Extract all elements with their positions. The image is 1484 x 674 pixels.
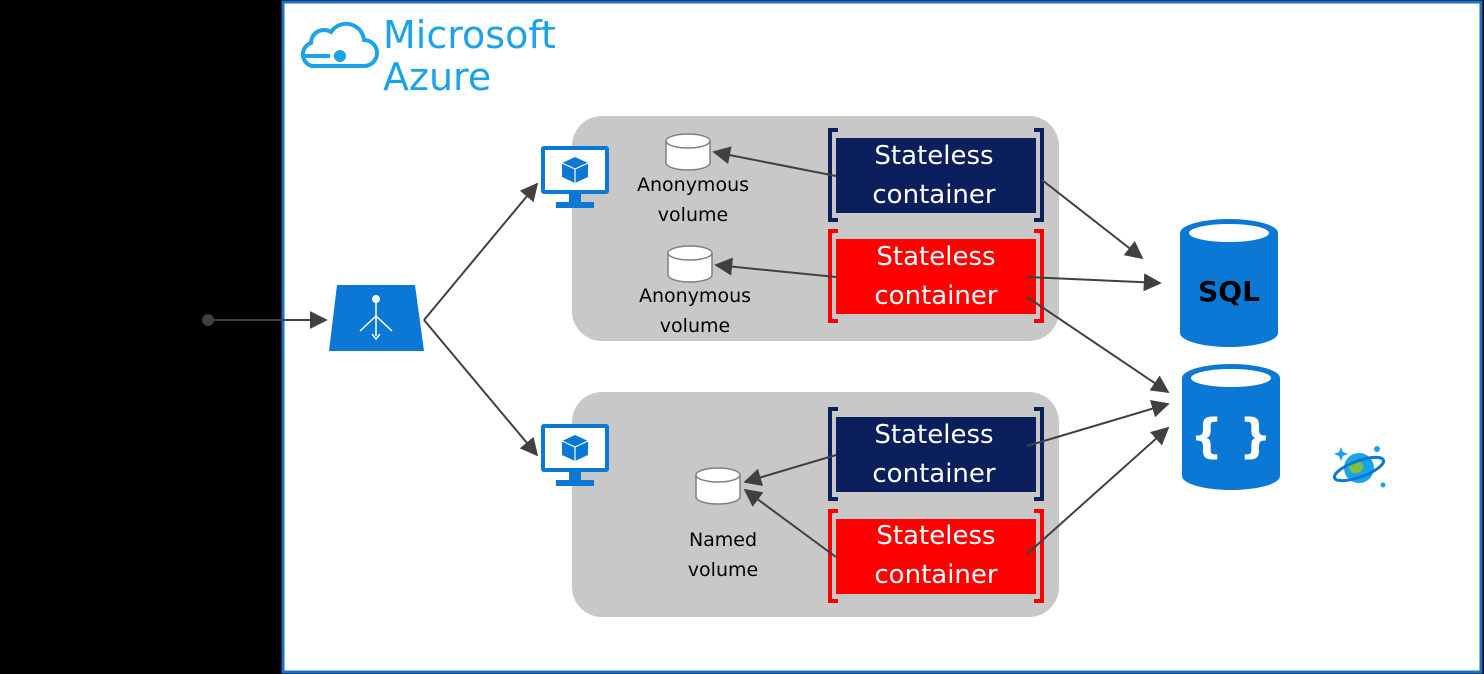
cosmos-label: { } xyxy=(1190,409,1272,463)
container-to-sql-arrow xyxy=(1041,179,1144,260)
volume-label-line-2: volume xyxy=(687,559,759,581)
volume-label-line-2: volume xyxy=(657,204,729,226)
container-label: Stateless container xyxy=(839,416,1029,494)
volume-label-line-1: Anonymous xyxy=(636,174,750,196)
volume-icon xyxy=(667,245,713,283)
volume-label: Anonymous volume xyxy=(613,170,773,230)
volume-label-line-1: Anonymous xyxy=(638,285,752,307)
sql-label: SQL xyxy=(1198,275,1260,308)
volume-label-line-2: volume xyxy=(659,315,731,337)
container-label-line-2: container xyxy=(874,560,998,590)
container-to-volume-arrow xyxy=(712,146,837,177)
stateless-container-red xyxy=(828,509,1044,603)
lb-to-vm2-arrow xyxy=(423,319,539,457)
brand-line-2: Azure xyxy=(383,55,492,99)
container-label-line-2: container xyxy=(874,281,998,311)
volume-label-line-1: Named xyxy=(688,529,758,551)
container-label-line-1: Stateless xyxy=(876,521,996,551)
sql-database-icon xyxy=(1180,219,1278,347)
container-to-cosmos-arrow xyxy=(1026,426,1170,555)
virtual-machine-icon xyxy=(541,146,609,208)
cosmos-planet-icon xyxy=(1332,446,1386,488)
container-label-line-1: Stateless xyxy=(874,141,994,171)
volume-label: Anonymous volume xyxy=(615,281,775,341)
container-to-volume-arrow xyxy=(714,257,837,278)
container-to-cosmos-arrow xyxy=(1026,399,1170,447)
volume-icon xyxy=(695,467,741,505)
stateless-container-navy xyxy=(828,128,1044,222)
load-balancer-icon xyxy=(329,285,424,351)
container-label: Stateless container xyxy=(839,137,1029,215)
stateless-container-navy xyxy=(828,407,1044,501)
container-label-line-2: container xyxy=(872,180,996,210)
container-label: Stateless container xyxy=(841,238,1031,316)
cosmos-db-icon xyxy=(1182,364,1280,490)
azure-brand: Microsoft Azure xyxy=(383,14,556,98)
container-to-volume-arrow xyxy=(743,488,837,558)
lb-to-vm1-arrow xyxy=(423,182,539,321)
container-to-cosmos-arrow xyxy=(1026,296,1170,394)
container-to-sql-arrow xyxy=(1026,273,1162,292)
container-label-line-1: Stateless xyxy=(874,420,994,450)
azure-cloud-icon xyxy=(300,21,379,68)
container-label-line-2: container xyxy=(872,459,996,489)
brand-line-1: Microsoft xyxy=(383,13,556,57)
container-label: Stateless container xyxy=(841,517,1031,595)
volume-icon xyxy=(665,133,711,171)
container-to-volume-arrow xyxy=(743,454,837,487)
volume-label: Named volume xyxy=(643,525,803,585)
virtual-machine-icon xyxy=(541,424,609,486)
container-label-line-1: Stateless xyxy=(876,242,996,272)
